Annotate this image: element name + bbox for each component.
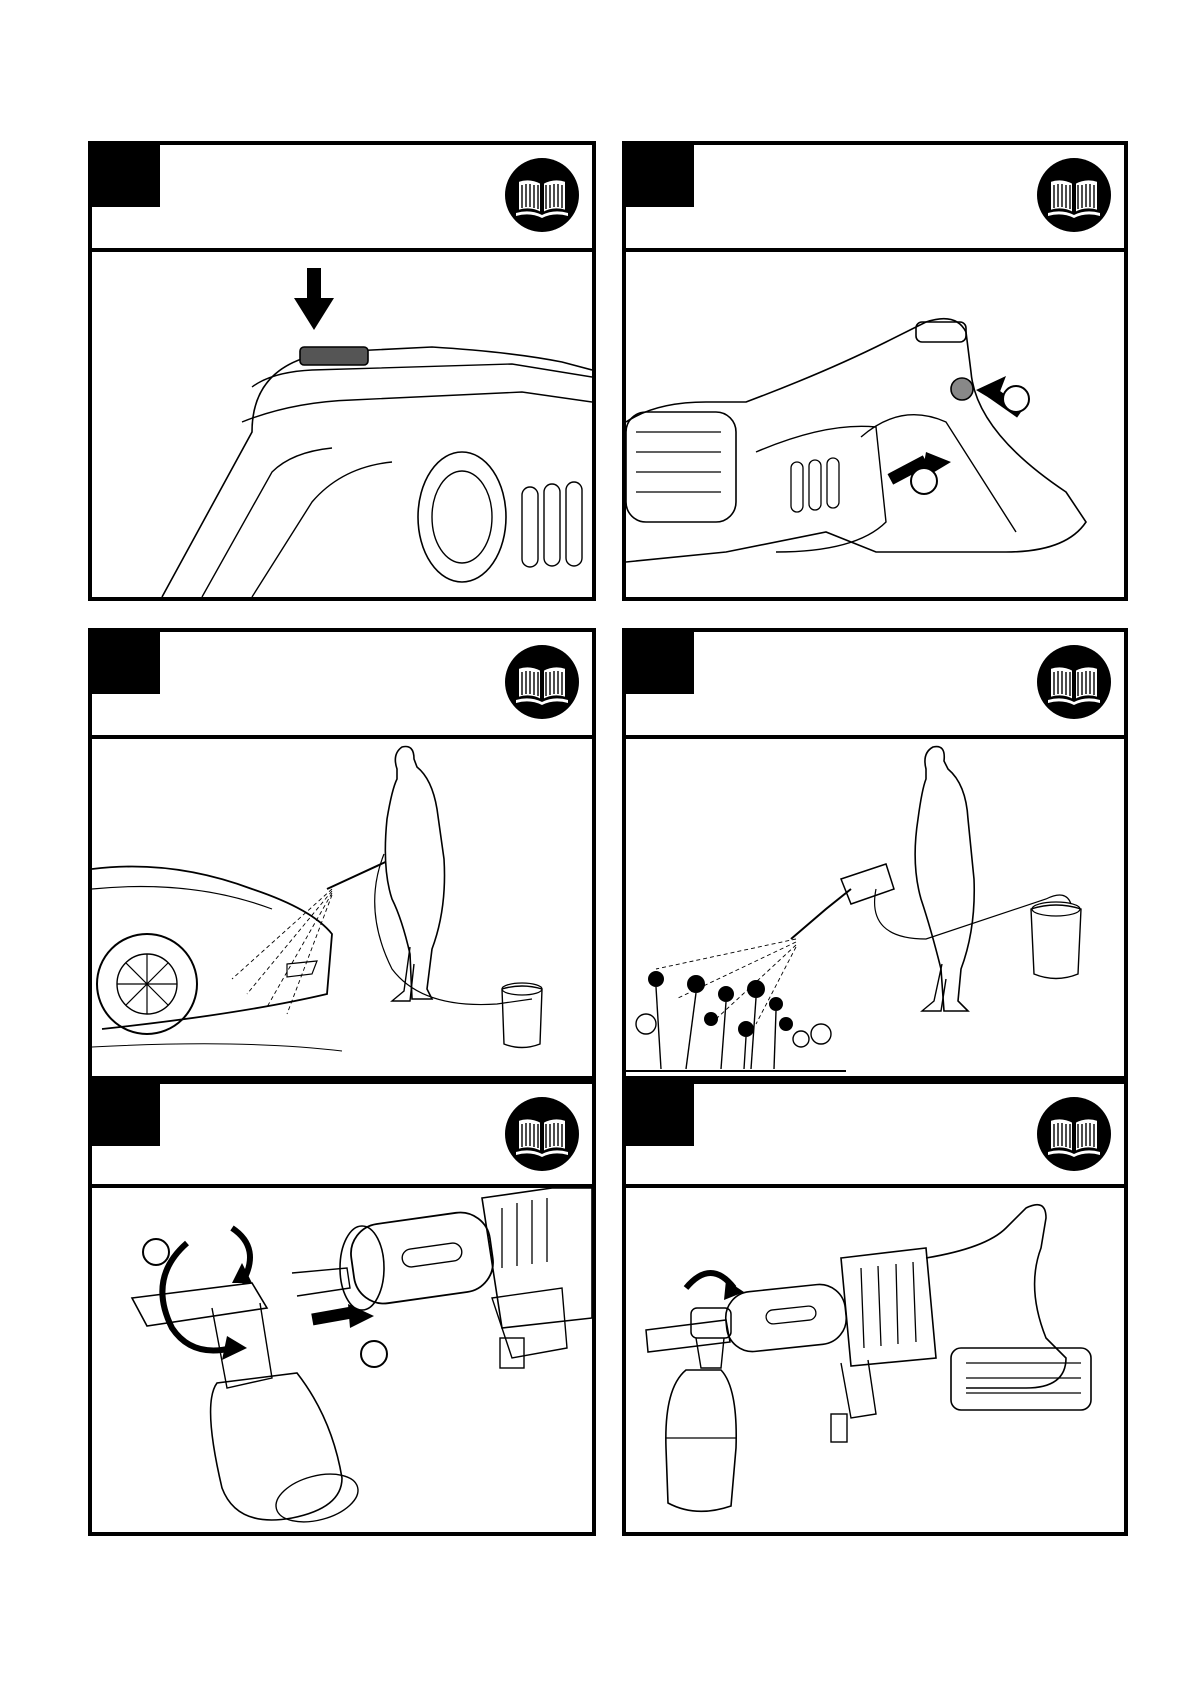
panel-4 [622, 628, 1128, 1080]
panel-header [626, 1084, 1124, 1188]
callout-circle-1 [1002, 385, 1030, 413]
illustration-press-side-button-and-trigger [626, 252, 1124, 597]
step-number-box [626, 145, 694, 207]
illustration-washing-car [92, 739, 592, 1076]
panel-header [626, 632, 1124, 739]
book-icon [1036, 157, 1112, 233]
panel-2 [622, 141, 1128, 601]
panel-header [92, 145, 592, 252]
step-number-box [626, 1084, 694, 1146]
panel-header [92, 1084, 592, 1188]
book-icon [1036, 1096, 1112, 1172]
panel-header [92, 632, 592, 739]
step-number-box [92, 1084, 160, 1146]
illustration-watering-flowers [626, 739, 1124, 1076]
step-number-box [626, 632, 694, 694]
panel-5 [88, 1080, 596, 1536]
illustration-press-top-button [92, 252, 592, 597]
book-icon [504, 157, 580, 233]
panel-6 [622, 1080, 1128, 1536]
callout-circle-1 [142, 1238, 170, 1266]
illustration-adjust-foam-bottle [626, 1188, 1124, 1532]
step-number-box [92, 145, 160, 207]
book-icon [504, 1096, 580, 1172]
panel-header [626, 145, 1124, 252]
book-icon [1036, 644, 1112, 720]
illustration-attach-foam-bottle [92, 1188, 592, 1532]
panel-1 [88, 141, 596, 601]
book-icon [504, 644, 580, 720]
callout-circle-2 [360, 1340, 388, 1368]
panel-3 [88, 628, 596, 1080]
callout-circle-2 [910, 467, 938, 495]
step-number-box [92, 632, 160, 694]
